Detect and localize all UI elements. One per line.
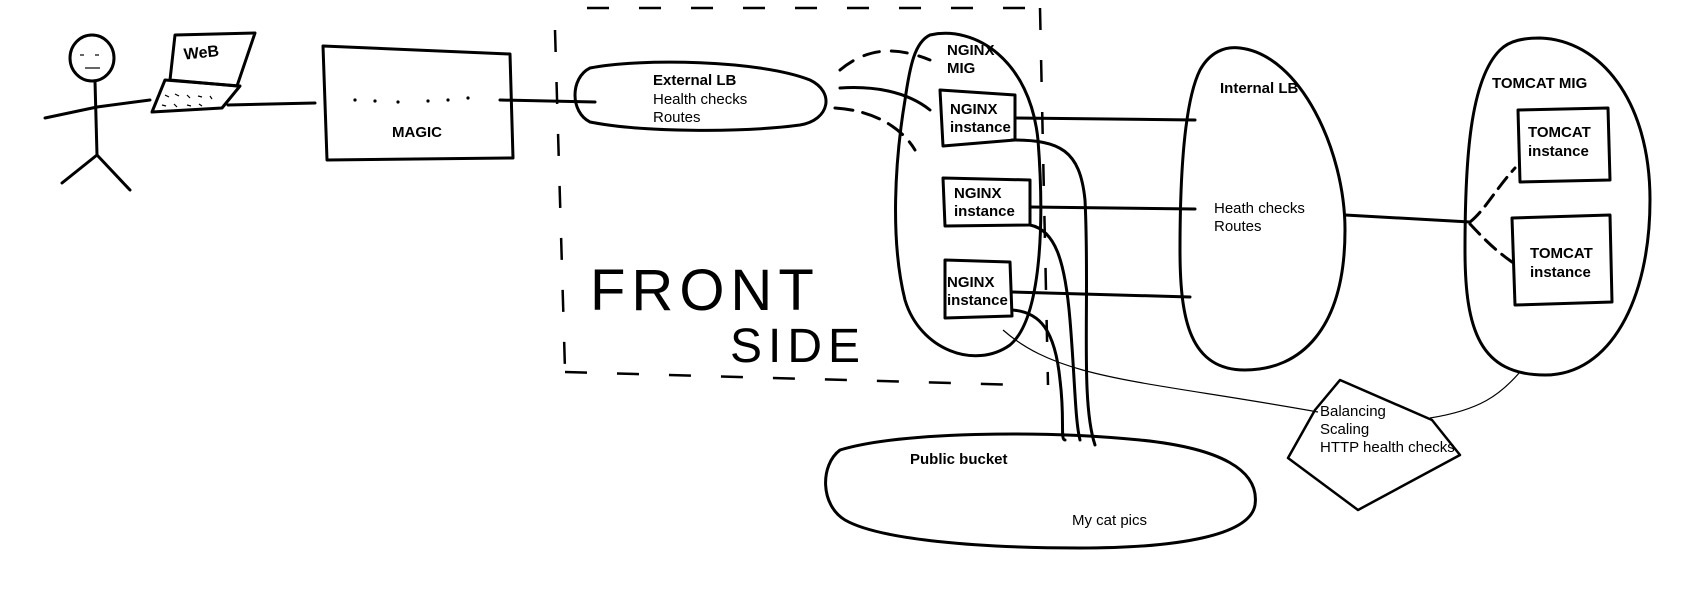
nginx-instance-3: NGINX instance [943,258,1014,320]
laptop-icon: WeB [150,31,257,114]
internal-lb-line-2: Routes [1214,218,1262,235]
tomcat-instance-1: TOMCAT instance [1516,106,1612,184]
nginx-instance-1-label-1: NGINX [950,101,998,118]
tomcat-mig-label: TOMCAT MIG [1492,75,1587,92]
external-lb-line-1: Health checks [653,91,747,108]
external-lb-node: External LB Health checks Routes [573,60,828,132]
policy-note-line-2: Scaling [1320,421,1369,438]
tomcat-instance-1-label-1: TOMCAT [1528,124,1591,141]
front-handwriting-text: FRONT [590,258,820,323]
internal-lb-node: Internal LB Heath checks Routes [1178,46,1347,372]
public-bucket-content: My cat pics [1072,512,1147,529]
nginx-instance-3-label-1: NGINX [947,274,995,291]
connector-magic-extlb [498,98,597,104]
front-side-handwriting: FRONT SIDE [590,258,866,373]
nginx-instance-1: NGINX instance [938,88,1017,148]
nginx-mig-label-2: MIG [947,60,975,77]
magic-box: MAGIC [321,44,515,162]
connector-extlb-nginx [833,49,932,152]
internal-lb-title: Internal LB [1220,80,1299,97]
tomcat-mig-group: TOMCAT MIG [1463,36,1652,377]
side-handwriting-text: SIDE [730,320,866,373]
user-stick-figure [43,33,152,192]
front-side-boundary [553,6,1050,387]
nginx-instance-1-label-2: instance [950,119,1011,136]
policy-note-line-1: Balancing [1320,403,1386,420]
nginx-instance-2: NGINX instance [941,176,1032,228]
public-bucket-title: Public bucket [910,451,1008,468]
laptop-scribble-text: WeB [183,43,220,64]
magic-label: MAGIC [392,124,442,141]
tomcat-instance-2: TOMCAT instance [1510,213,1614,307]
tomcat-instance-2-label-2: instance [1530,264,1591,281]
connector-nginx-intlb [1010,116,1197,299]
tomcat-instance-1-label-2: instance [1528,143,1589,160]
tomcat-instance-2-label-1: TOMCAT [1530,245,1593,262]
note-pointers [1002,329,1521,419]
nginx-mig-label-1: NGINX [947,42,995,59]
policy-note: Balancing Scaling HTTP health checks [1286,378,1462,512]
nginx-instance-2-label-1: NGINX [954,185,1002,202]
external-lb-line-2: Routes [653,109,701,126]
external-lb-title: External LB [653,72,737,89]
public-bucket-node: Public bucket My cat pics [824,432,1257,550]
internal-lb-line-1: Heath checks [1214,200,1305,217]
policy-note-line-3: HTTP health checks [1320,439,1455,456]
nginx-instance-2-label-2: instance [954,203,1015,220]
nginx-instance-3-label-2: instance [947,292,1008,309]
connector-tomcat-instances [1468,166,1517,264]
nginx-mig-group: NGINX MIG [894,31,1043,358]
connector-intlb-tomcat [1343,213,1472,224]
connector-user-magic [226,101,317,107]
